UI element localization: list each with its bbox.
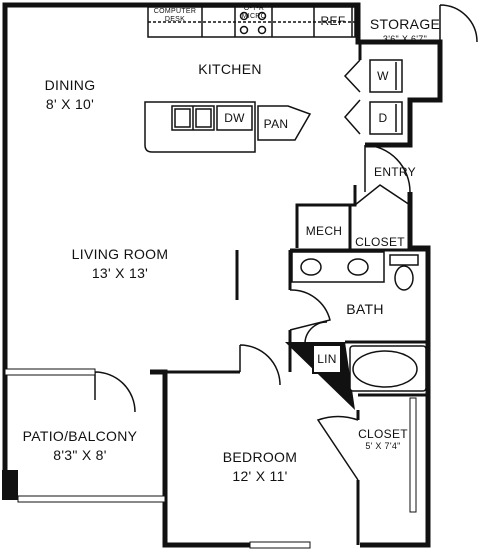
burner: [239, 11, 249, 21]
bifold-door: [343, 99, 361, 135]
storage-door: [439, 4, 478, 43]
ref-label: REF: [320, 14, 346, 28]
burner: [239, 25, 249, 35]
bedroom-window: [249, 541, 311, 549]
entry-label: ENTRY: [374, 165, 416, 179]
vanity-sink: [347, 258, 369, 276]
bedroom-size: 12' X 11': [232, 468, 288, 484]
toilet-tank: [389, 254, 419, 266]
computer-desk-line2: DESK: [164, 16, 186, 23]
kitchen-counters: [144, 6, 356, 153]
storage-label: STORAGE 3'6" X 6'7": [365, 15, 445, 44]
burner: [257, 25, 267, 35]
patio-slider-top: [4, 368, 96, 376]
bedroom-closet-name: CLOSET: [358, 427, 408, 441]
bedroom-closet-label: CLOSET 5' X 7'4": [352, 427, 414, 451]
sink-basin: [195, 108, 212, 128]
bifold-door: [343, 59, 361, 93]
column: [2, 470, 18, 500]
door-swings: [94, 144, 411, 481]
bath-door: [289, 289, 331, 331]
burner: [257, 11, 267, 21]
bedroom-name: BEDROOM: [222, 449, 298, 465]
dining-name: DINING: [44, 77, 96, 93]
computer-desk-line1: COMPUTER: [153, 8, 197, 15]
mech-closet-walls: [295, 185, 357, 248]
laundry: [343, 4, 478, 135]
storage-wall: [365, 39, 443, 148]
sink-basin: [174, 108, 191, 128]
patio-name: PATIO/BALCONY: [22, 428, 138, 444]
dryer-label: D: [378, 111, 388, 125]
linen-closet: [312, 344, 342, 374]
bedroom-door: [239, 344, 281, 386]
patio-size: 8'3" X 8': [53, 447, 107, 463]
washer-label: W: [377, 69, 389, 83]
otr-micro-label: O-T-R MICRO: [236, 5, 272, 21]
kitchen-label: KITCHEN: [198, 61, 262, 77]
mech-label: MECH: [305, 224, 343, 238]
dishwasher-box: [216, 105, 253, 131]
bedroom-south-wall: [150, 369, 310, 548]
pantry-label: PAN: [263, 117, 289, 131]
vanity-sink: [300, 258, 322, 276]
closet-label: CLOSET: [355, 235, 405, 249]
dining-size: 8' X 10': [45, 96, 95, 112]
storage-size: 3'6" X 6'7": [382, 34, 428, 44]
closet-rod: [409, 397, 417, 513]
computer-desk-label: COMPUTER DESK: [150, 8, 200, 24]
dishwasher-label: DW: [224, 111, 245, 125]
bedroom-closet-size: 5' X 7'4": [365, 441, 401, 451]
dining-label: DINING 8' X 10': [30, 76, 110, 114]
bath-label: BATH: [346, 301, 384, 317]
closet-door: [354, 184, 411, 206]
linen-label: LIN: [317, 352, 337, 366]
bedroom-label: BEDROOM 12' X 11': [205, 448, 315, 486]
living-room-label: LIVING ROOM 13' X 13': [45, 245, 195, 283]
living-room-name: LIVING ROOM: [71, 246, 169, 262]
living-room-size: 13' X 13': [91, 265, 149, 281]
pantry: [257, 105, 312, 141]
windows: [4, 368, 417, 549]
toilet-bowl: [394, 265, 414, 291]
storage-name: STORAGE: [369, 16, 441, 32]
entry-east-wall: [360, 192, 431, 548]
patio-slider-bottom: [17, 495, 166, 503]
bathtub-basin: [352, 350, 418, 388]
otr-micro-line1: O-T-R: [243, 5, 265, 12]
closet-swing: [316, 415, 359, 481]
patio-door: [94, 371, 136, 413]
otr-micro-line2: MICRO: [241, 13, 267, 20]
bath-fixtures: [291, 251, 427, 392]
linen-door: [304, 321, 328, 346]
patio-label: PATIO/BALCONY 8'3" X 8': [10, 427, 150, 465]
entry-door: [364, 144, 411, 193]
